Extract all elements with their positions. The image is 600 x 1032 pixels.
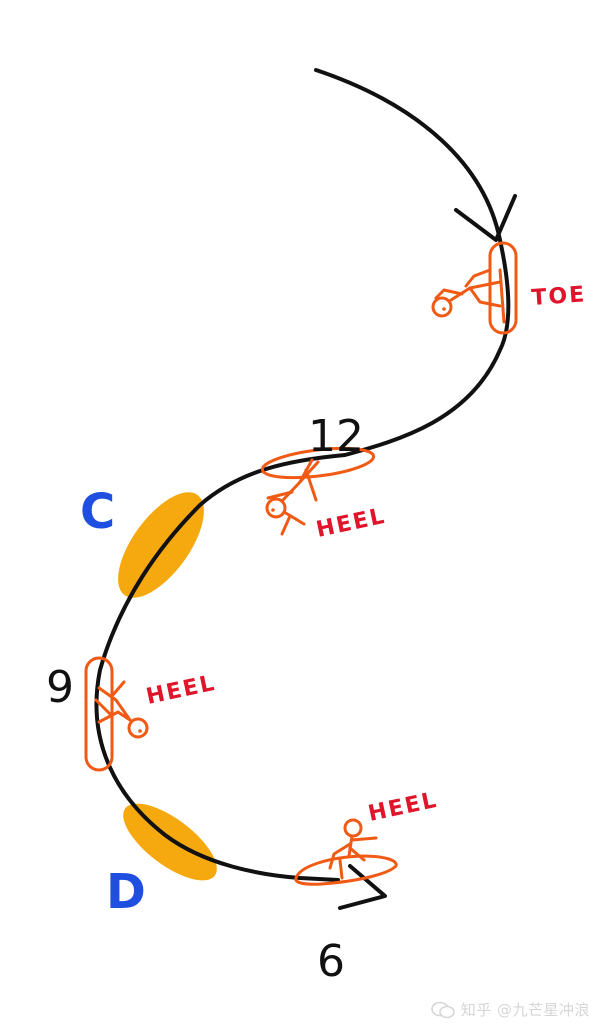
watermark: 知乎 @九芒星冲浪: [430, 999, 590, 1020]
surfer-heel-top: [260, 446, 376, 536]
surfer-head-heel-top: [265, 497, 287, 519]
chat-bubbles-icon: [430, 1001, 455, 1018]
zone-label-c: C: [80, 484, 115, 540]
surfer-toe: [431, 241, 518, 335]
edge-label-heel-top: HEEL: [314, 504, 388, 543]
zone-d-blob: [123, 803, 217, 881]
zone-label-d: D: [106, 864, 146, 920]
surfer-head-toe: [431, 296, 453, 318]
edge-label-heel-left: HEEL: [144, 671, 218, 710]
surfer-heel-left: [84, 656, 149, 772]
clock-label-12: 12: [308, 411, 364, 462]
edge-label-toe: TOE: [531, 282, 587, 311]
edge-label-heel-bottom: HEEL: [366, 788, 440, 827]
surfer-head-heel-bottom: [343, 818, 363, 838]
surfer-heel-bottom: [294, 818, 398, 886]
surfer-head-heel-left: [127, 717, 149, 739]
watermark-text: 知乎 @九芒星冲浪: [460, 1001, 590, 1019]
surfboard-heel-top: [260, 446, 376, 480]
surfboard-toe: [488, 241, 518, 335]
clock-label-6: 6: [317, 936, 345, 987]
arrowhead-bottom: [338, 864, 387, 910]
arrowhead-top: [454, 194, 517, 242]
zone-c-blob: [118, 492, 204, 598]
clock-label-9: 9: [46, 662, 74, 713]
